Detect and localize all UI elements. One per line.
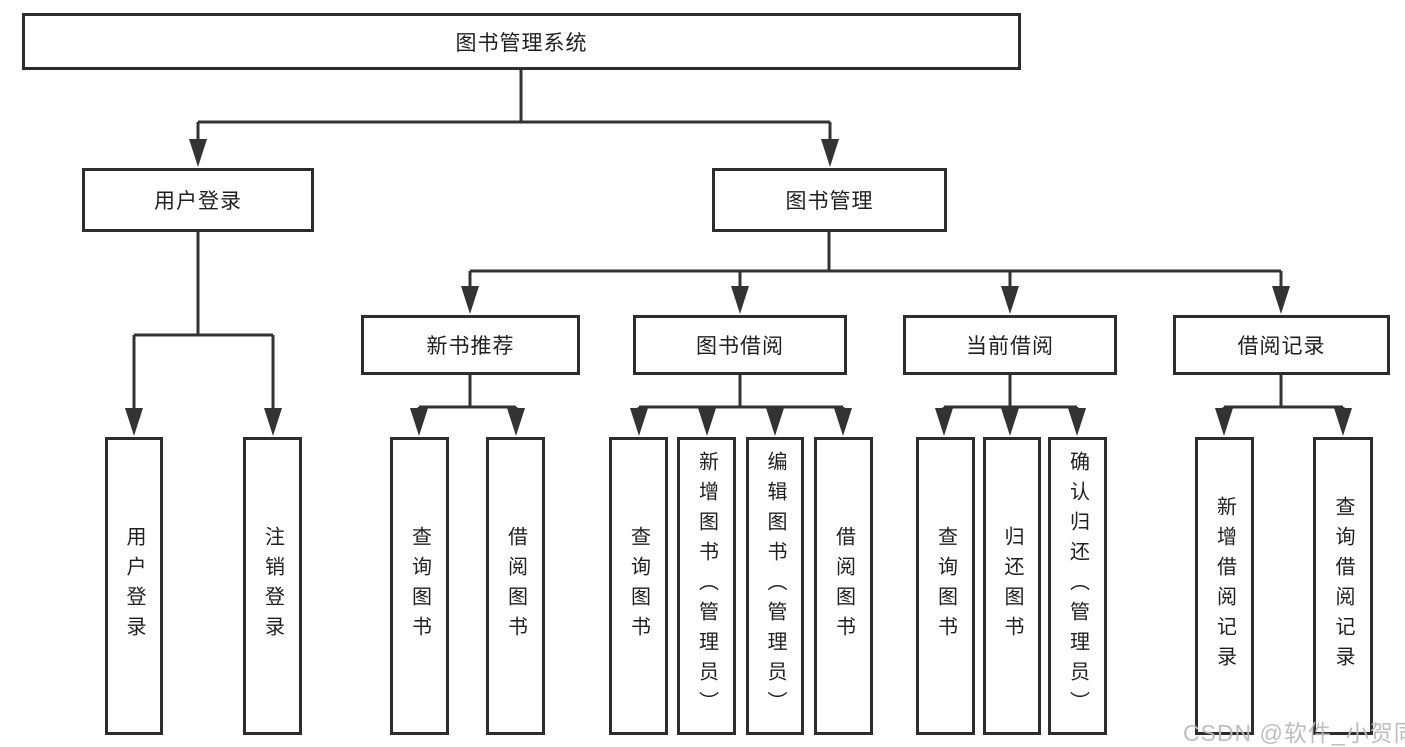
arrowhead-icon	[731, 286, 749, 314]
leaf-add-borrow-record: 新增借阅记录	[1195, 437, 1254, 735]
node-new-book-recommendation: 新书推荐	[361, 315, 580, 375]
arrowhead-icon	[410, 408, 428, 436]
arrowhead-icon	[461, 286, 479, 314]
arrowhead-icon	[935, 408, 953, 436]
arrowhead-icon	[1215, 408, 1233, 436]
arrowhead-icon	[189, 139, 207, 167]
arrowhead-icon	[125, 408, 143, 436]
arrowhead-icon	[698, 408, 716, 436]
node-book-borrowing: 图书借阅	[633, 315, 847, 375]
arrowhead-icon	[834, 408, 852, 436]
arrowhead-icon	[630, 408, 648, 436]
leaf-confirm-return-admin: 确认归还（管理员）	[1048, 437, 1107, 735]
node-current-borrowing: 当前借阅	[903, 315, 1117, 375]
leaf-user-login: 用户登录	[105, 437, 163, 735]
leaf-query-books-recommend: 查询图书	[390, 437, 449, 735]
arrowhead-icon	[766, 408, 784, 436]
arrowhead-icon	[821, 139, 839, 167]
leaf-return-book: 归还图书	[983, 437, 1041, 735]
leaf-add-book-admin: 新增图书（管理员）	[677, 437, 736, 735]
arrowhead-icon	[1334, 408, 1352, 436]
leaf-logout: 注销登录	[243, 437, 302, 735]
node-book-management: 图书管理	[712, 168, 947, 232]
arrowhead-icon	[1001, 286, 1019, 314]
node-borrowing-records: 借阅记录	[1173, 315, 1390, 375]
leaf-query-books-borrowing: 查询图书	[609, 437, 668, 735]
node-library-management-system: 图书管理系统	[22, 13, 1021, 70]
leaf-edit-book-admin: 编辑图书（管理员）	[746, 437, 804, 735]
arrowhead-icon	[1272, 286, 1290, 314]
arrowhead-icon	[1001, 408, 1019, 436]
arrowhead-icon	[1068, 408, 1086, 436]
node-user-login: 用户登录	[82, 168, 314, 232]
leaf-borrow-books-recommend: 借阅图书	[486, 437, 545, 735]
arrowhead-icon	[264, 408, 282, 436]
leaf-query-borrow-record: 查询借阅记录	[1313, 437, 1373, 735]
leaf-borrow-books-borrowing: 借阅图书	[814, 437, 873, 735]
arrowhead-icon	[507, 408, 525, 436]
leaf-query-books-current: 查询图书	[916, 437, 975, 735]
csdn-watermark: CSDN @软件_小贺同学	[1183, 720, 1405, 746]
